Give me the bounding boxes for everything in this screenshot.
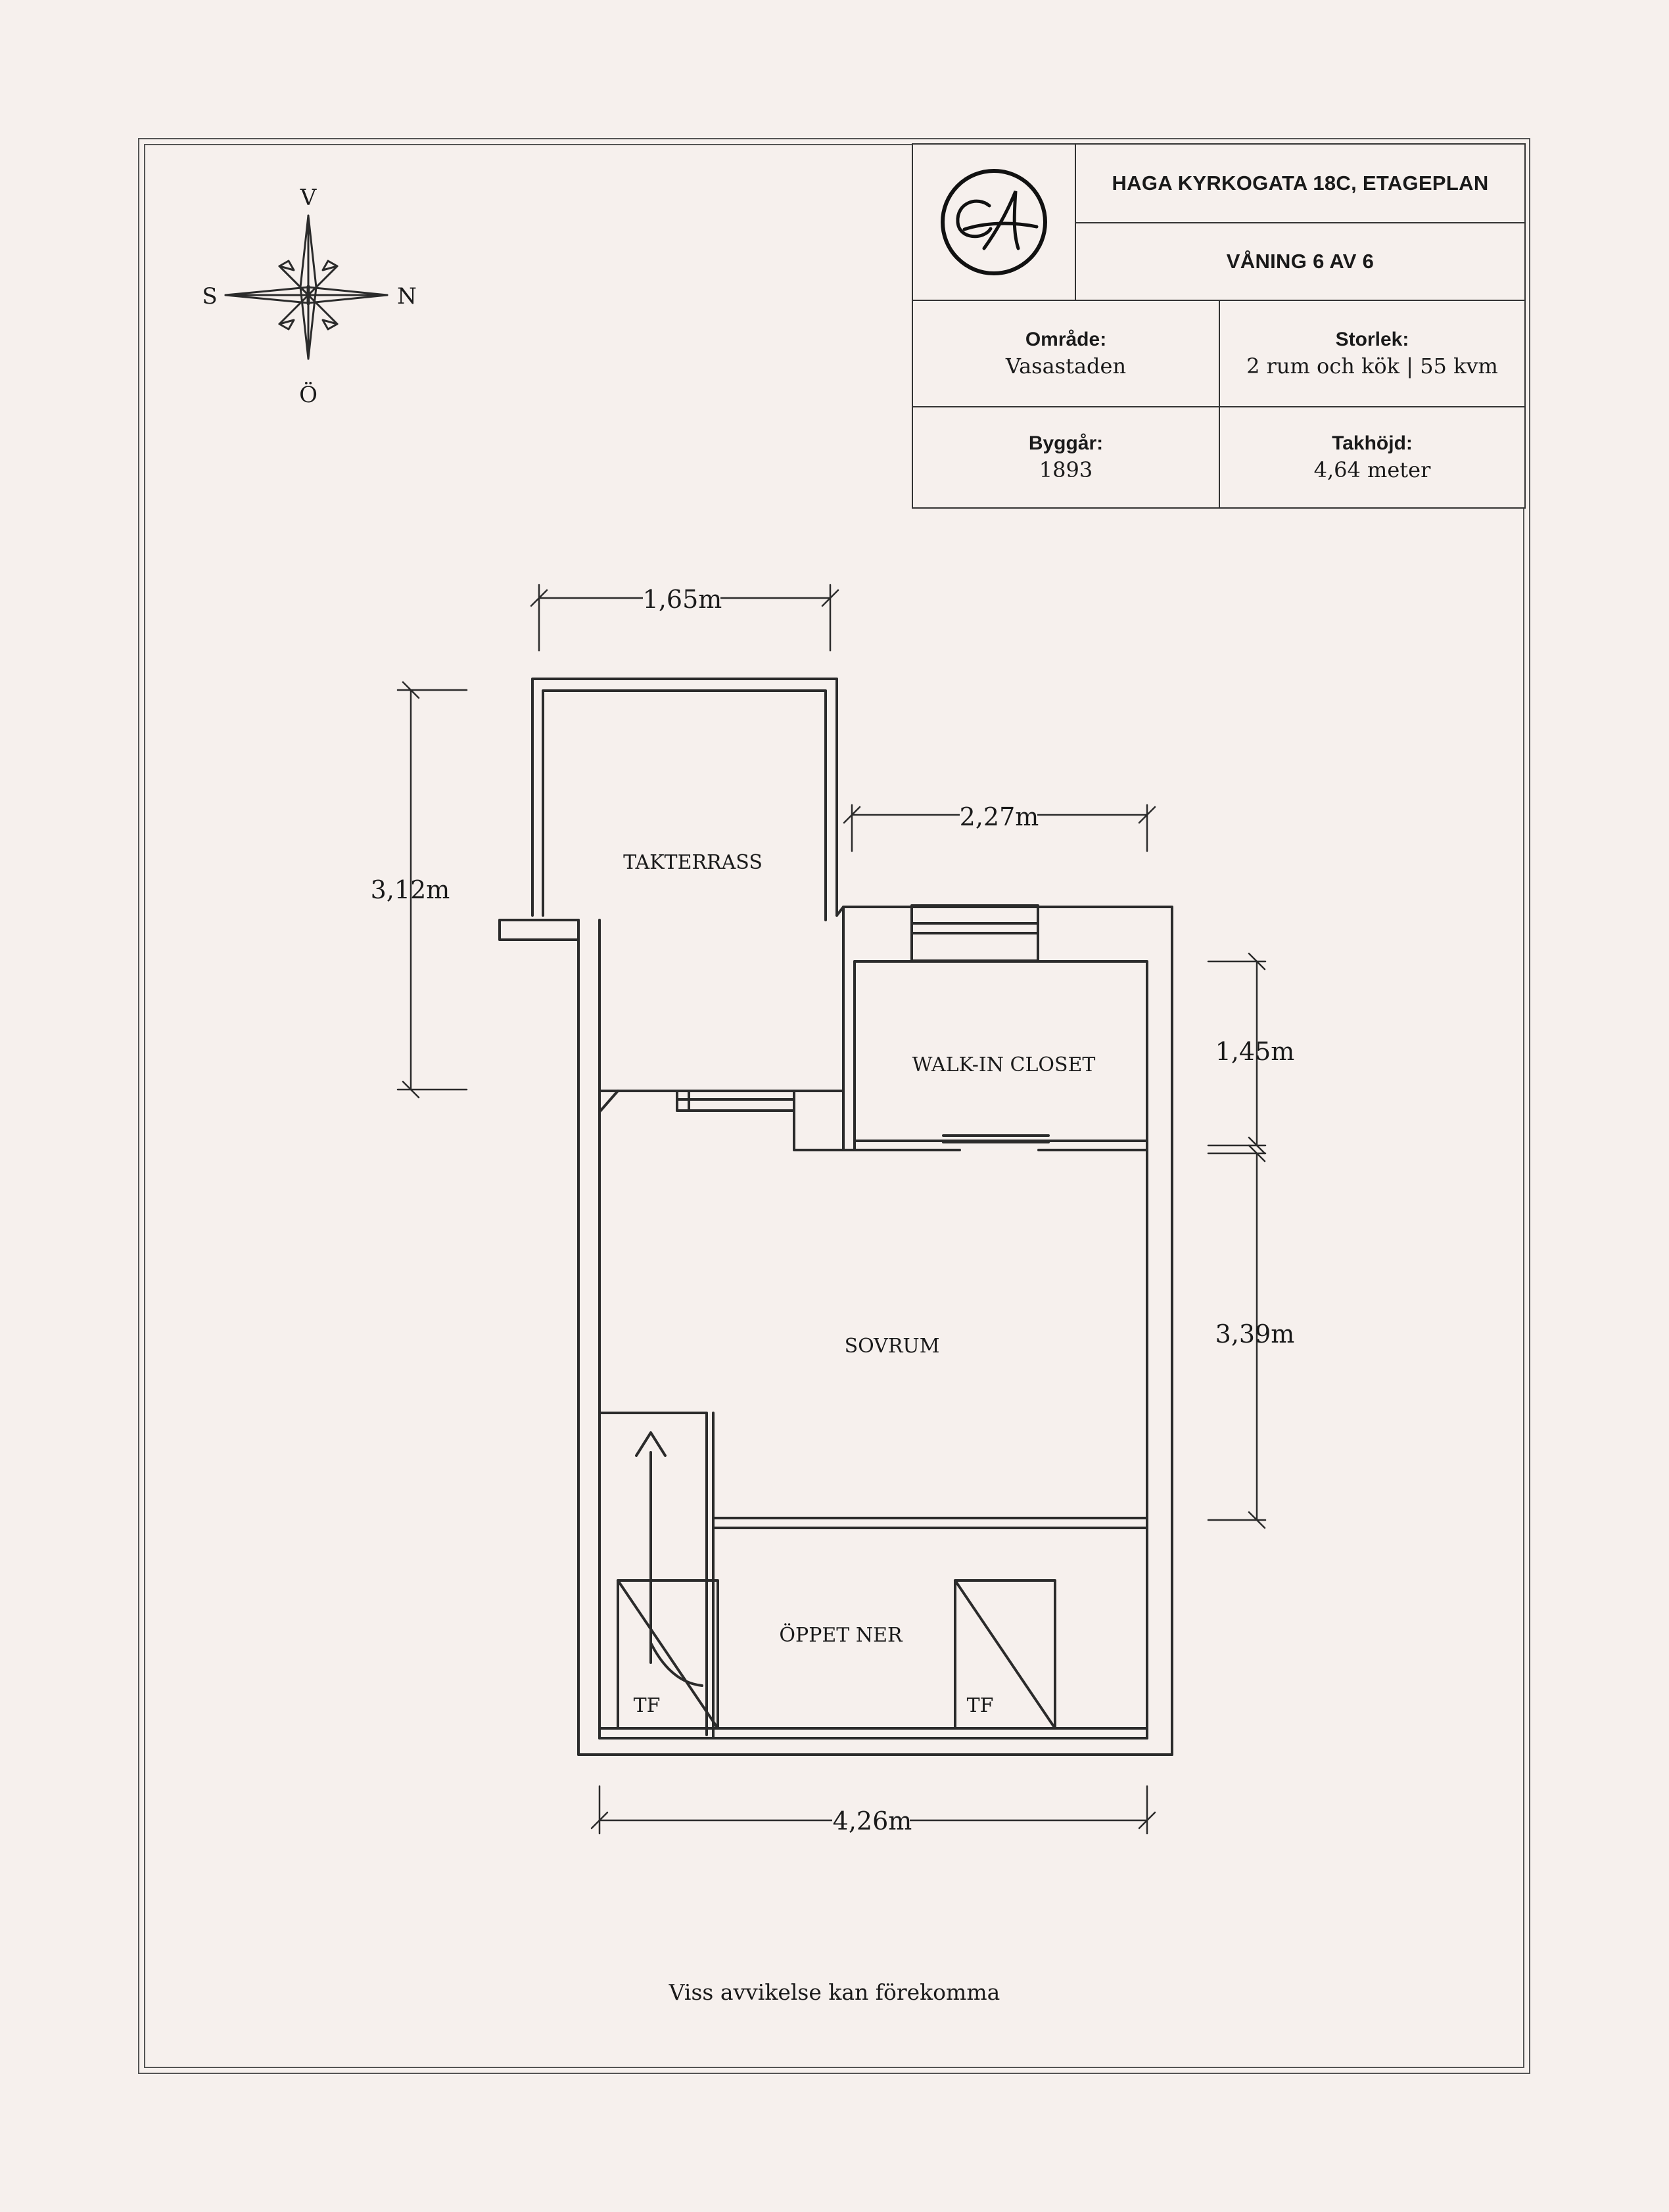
dimension-bedroom-height: 3,39m bbox=[1215, 1320, 1295, 1348]
area-label: Område: bbox=[1025, 329, 1107, 350]
floor-label: VÅNING 6 AV 6 bbox=[1076, 223, 1524, 301]
height-cell: Takhöjd: 4,64 meter bbox=[1220, 407, 1524, 507]
plan-title: HAGA KYRKOGATA 18C, ETAGEPLAN bbox=[1076, 145, 1524, 223]
height-value: 4,64 meter bbox=[1313, 457, 1431, 482]
dimension-closet-height: 1,45m bbox=[1215, 1037, 1295, 1066]
compass-top-label: V bbox=[300, 185, 317, 211]
compass-bottom-label: Ö bbox=[299, 381, 317, 408]
dimension-terrace-width: 1,65m bbox=[643, 585, 722, 614]
terrace-walls bbox=[498, 678, 845, 1151]
logo bbox=[913, 145, 1076, 301]
area-cell: Område: Vasastaden bbox=[913, 301, 1220, 407]
room-label-terrace: TAKTERRASS bbox=[623, 851, 763, 874]
size-value: 2 rum och kök | 55 kvm bbox=[1246, 354, 1498, 379]
bottom-wall bbox=[577, 1727, 1173, 1756]
size-label: Storlek: bbox=[1335, 329, 1409, 350]
height-label: Takhöjd: bbox=[1332, 432, 1413, 454]
title-block: HAGA KYRKOGATA 18C, ETAGEPLAN VÅNING 6 A… bbox=[912, 143, 1526, 509]
tf-label-right: TF bbox=[967, 1694, 994, 1717]
disclaimer-text: Viss avvikelse kan förekomma bbox=[669, 1979, 1000, 2005]
room-label-closet: WALK-IN CLOSET bbox=[912, 1053, 1096, 1076]
area-value: Vasastaden bbox=[1005, 354, 1127, 379]
outer-frame bbox=[138, 138, 1530, 2074]
dimension-total-width: 4,26m bbox=[833, 1807, 912, 1835]
inner-frame bbox=[144, 144, 1524, 2068]
room-label-open-below: ÖPPET NER bbox=[779, 1623, 903, 1647]
dimension-terrace-height: 3,12m bbox=[371, 875, 450, 904]
year-cell: Byggår: 1893 bbox=[913, 407, 1220, 507]
compass-right-label: N bbox=[397, 283, 417, 310]
terrace-door bbox=[676, 1090, 856, 1151]
tf-box-right bbox=[954, 1579, 1056, 1730]
compass-left-label: S bbox=[202, 283, 217, 310]
closet-walls bbox=[835, 904, 1173, 1756]
monogram-logo-icon bbox=[941, 169, 1047, 275]
year-value: 1893 bbox=[1039, 457, 1093, 482]
year-label: Byggår: bbox=[1028, 432, 1104, 454]
size-cell: Storlek: 2 rum och kök | 55 kvm bbox=[1220, 301, 1524, 407]
left-wall bbox=[577, 938, 619, 1756]
staircase bbox=[598, 1412, 719, 1740]
dimension-closet-width: 2,27m bbox=[960, 802, 1039, 831]
tf-label-left: TF bbox=[634, 1694, 661, 1717]
room-label-bedroom: SOVRUM bbox=[845, 1335, 940, 1358]
open-below-divider bbox=[712, 1517, 1148, 1529]
compass-rose-icon bbox=[224, 214, 388, 360]
